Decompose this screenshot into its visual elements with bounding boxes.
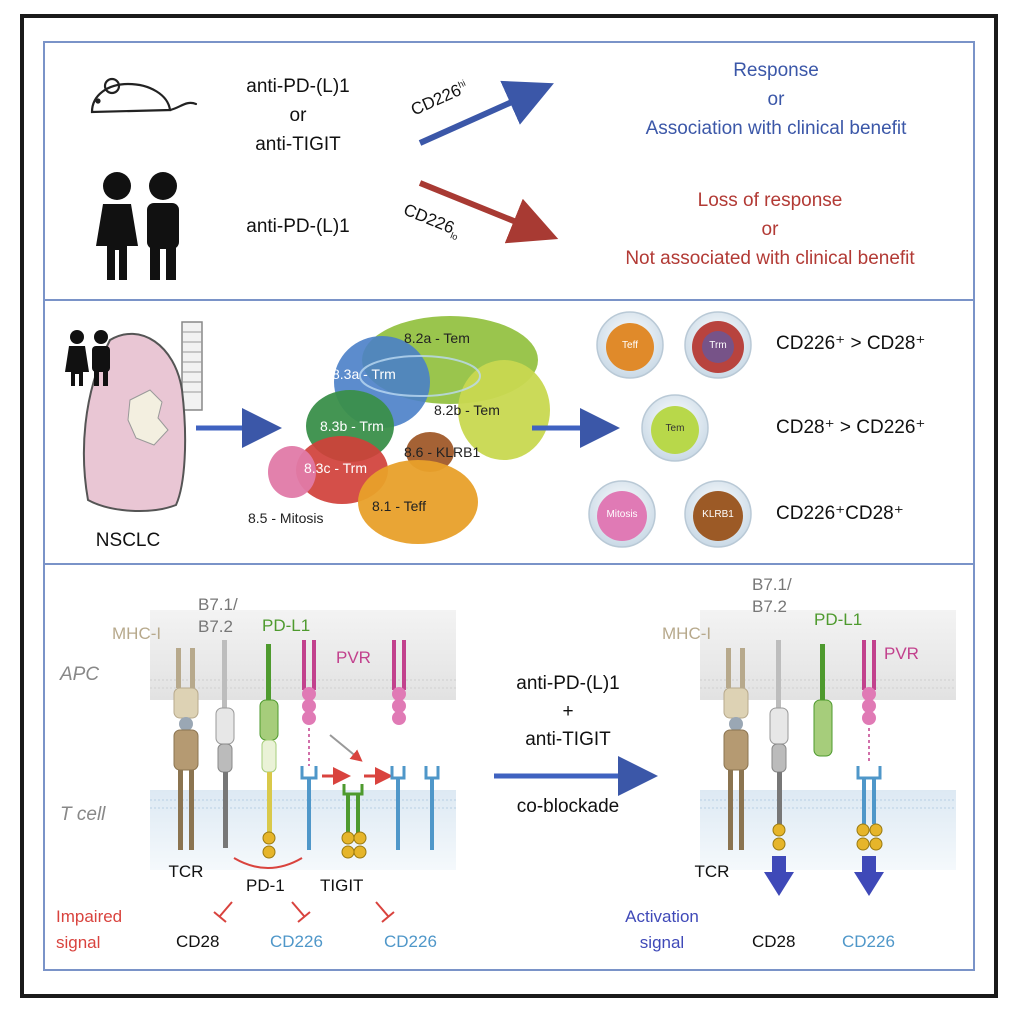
cd28-label-right: CD28 [752, 932, 796, 951]
coblockade-line2: + [562, 701, 574, 722]
cell-klrb1 [684, 480, 752, 548]
cd226-label-left-2: CD226 [384, 932, 437, 951]
tcell-membrane-right [700, 790, 956, 870]
cell-mitosis-label: Mitosis [606, 509, 638, 520]
cluster-8-5: 8.5 - Mitosis [248, 510, 324, 526]
pvr-label-left: PVR [336, 648, 371, 667]
pdl1-right [813, 644, 833, 757]
cd226-left-2 [390, 766, 440, 850]
relation-2: CD28⁺ > CD226⁺ [776, 417, 926, 438]
relation-1: CD226⁺ > CD28⁺ [776, 333, 926, 354]
nsclc-label: NSCLC [95, 530, 161, 551]
pvr-label-right: PVR [884, 644, 919, 663]
tcell-membrane-left [150, 790, 456, 870]
cell-tem-label: Tem [665, 423, 685, 434]
b7-label-right: B7.1/ B7.2 [752, 574, 792, 618]
tcell-bilayer-right [700, 799, 956, 809]
mhc-label-right: MHC-I [662, 624, 712, 643]
mouse-treatment-line3: anti-TIGIT [255, 134, 341, 155]
activation-signal-line2: signal [639, 933, 685, 952]
pdl1-label-left: PD-L1 [262, 616, 311, 635]
inhibition-lines [213, 901, 395, 923]
mouse-treatment-line2: or [289, 105, 307, 126]
b7-label-right-line2: B7.2 [752, 597, 787, 616]
lung-icon [82, 321, 203, 513]
cluster-8-6: 8.6 - KLRB1 [404, 444, 481, 460]
pdl1-label-right: PD-L1 [814, 610, 863, 629]
pvr-interaction-arrow [329, 734, 363, 762]
coblockade-treatment: anti-PD-(L)1 + anti-TIGIT [516, 670, 619, 754]
relation-3: CD226⁺CD28⁺ [776, 503, 904, 524]
coblockade-line1: anti-PD-(L)1 [516, 673, 620, 694]
umap-clusters [268, 316, 550, 544]
pd1-inhibition-curve [233, 857, 303, 869]
cd226-hi-arrow [418, 80, 554, 146]
mhc-tcr-left [173, 648, 199, 850]
tcell-bilayer-left [150, 799, 456, 809]
b7-cd28-right [764, 640, 794, 896]
impaired-signal-line1: Impaired [56, 907, 123, 926]
loss-line1: Loss of response [697, 190, 843, 211]
loss-text: Loss of response or Not associated with … [625, 186, 914, 273]
impaired-signal-line2: signal [56, 933, 101, 952]
pvr-cd226-right [854, 640, 884, 896]
cluster-8-3c: 8.3c - Trm [304, 460, 368, 476]
response-text: Response or Association with clinical be… [646, 56, 907, 143]
mouse-treatment: anti-PD-(L)1 or anti-TIGIT [246, 72, 349, 159]
small-patients-icon [65, 330, 110, 386]
mhc-tcr-right [723, 648, 749, 850]
tigit-left [341, 784, 367, 859]
cell-teff [596, 311, 664, 379]
cd28-label-left: CD28 [176, 932, 220, 951]
b7-label-left-line2: B7.2 [198, 617, 233, 636]
cell-mitosis [588, 480, 656, 548]
cell-klrb1-label: KLRB1 [702, 509, 734, 520]
response-line1: Response [733, 60, 819, 81]
b7-label-left: B7.1/ B7.2 [198, 594, 238, 638]
response-line2: or [767, 89, 785, 110]
cd226-left-1 [300, 766, 318, 850]
activation-signal-line1: Activation [625, 907, 699, 926]
cluster-8-1: 8.1 - Teff [372, 498, 426, 514]
mhc-label-left: MHC-I [112, 624, 162, 643]
pvr-left-1 [302, 640, 316, 766]
activation-signal: Activation signal [625, 904, 699, 956]
b7-label-right-line1: B7.1/ [752, 575, 792, 594]
cd226-label-right: CD226 [842, 932, 895, 951]
tcr-label-left: TCR [168, 862, 204, 881]
impaired-signal: Impaired signal [56, 904, 122, 956]
cluster-8-2a: 8.2a - Tem [404, 330, 470, 346]
cluster-8-2b: 8.2b - Tem [434, 402, 500, 418]
cell-tem [641, 394, 709, 462]
pdl1-pd1-left [259, 644, 279, 859]
tigit-label: TIGIT [320, 876, 364, 895]
coblockade-line3: anti-TIGIT [525, 729, 611, 750]
cell-trm [684, 311, 752, 379]
cd226-lo-arrow [418, 180, 559, 244]
response-line3: Association with clinical benefit [645, 118, 907, 139]
mouse-icon [90, 77, 198, 114]
tcell-label: T cell [60, 804, 106, 825]
cell-trm-label: Trm [709, 340, 727, 351]
coblockade-label: co-blockade [516, 796, 620, 817]
loss-line3: Not associated with clinical benefit [625, 248, 915, 269]
apc-label: APC [60, 664, 100, 685]
b7-cd28-left [215, 640, 235, 848]
apc-bilayer-right [700, 679, 956, 689]
loss-line2: or [761, 219, 779, 240]
patients-icon [96, 172, 179, 280]
tcr-label-right: TCR [694, 862, 730, 881]
cluster-8-3a: 8.3a - Trm [332, 366, 396, 382]
human-treatment: anti-PD-(L)1 [246, 216, 350, 237]
cd226-label-left-1: CD226 [270, 932, 323, 951]
cell-teff-label: Teff [622, 340, 638, 351]
pd1-label: PD-1 [246, 876, 285, 895]
pvr-left-2 [392, 640, 406, 725]
cluster-8-3b: 8.3b - Trm [320, 418, 384, 434]
mouse-treatment-line1: anti-PD-(L)1 [246, 76, 350, 97]
b7-label-left-line1: B7.1/ [198, 595, 238, 614]
panel-3-border [43, 563, 975, 971]
